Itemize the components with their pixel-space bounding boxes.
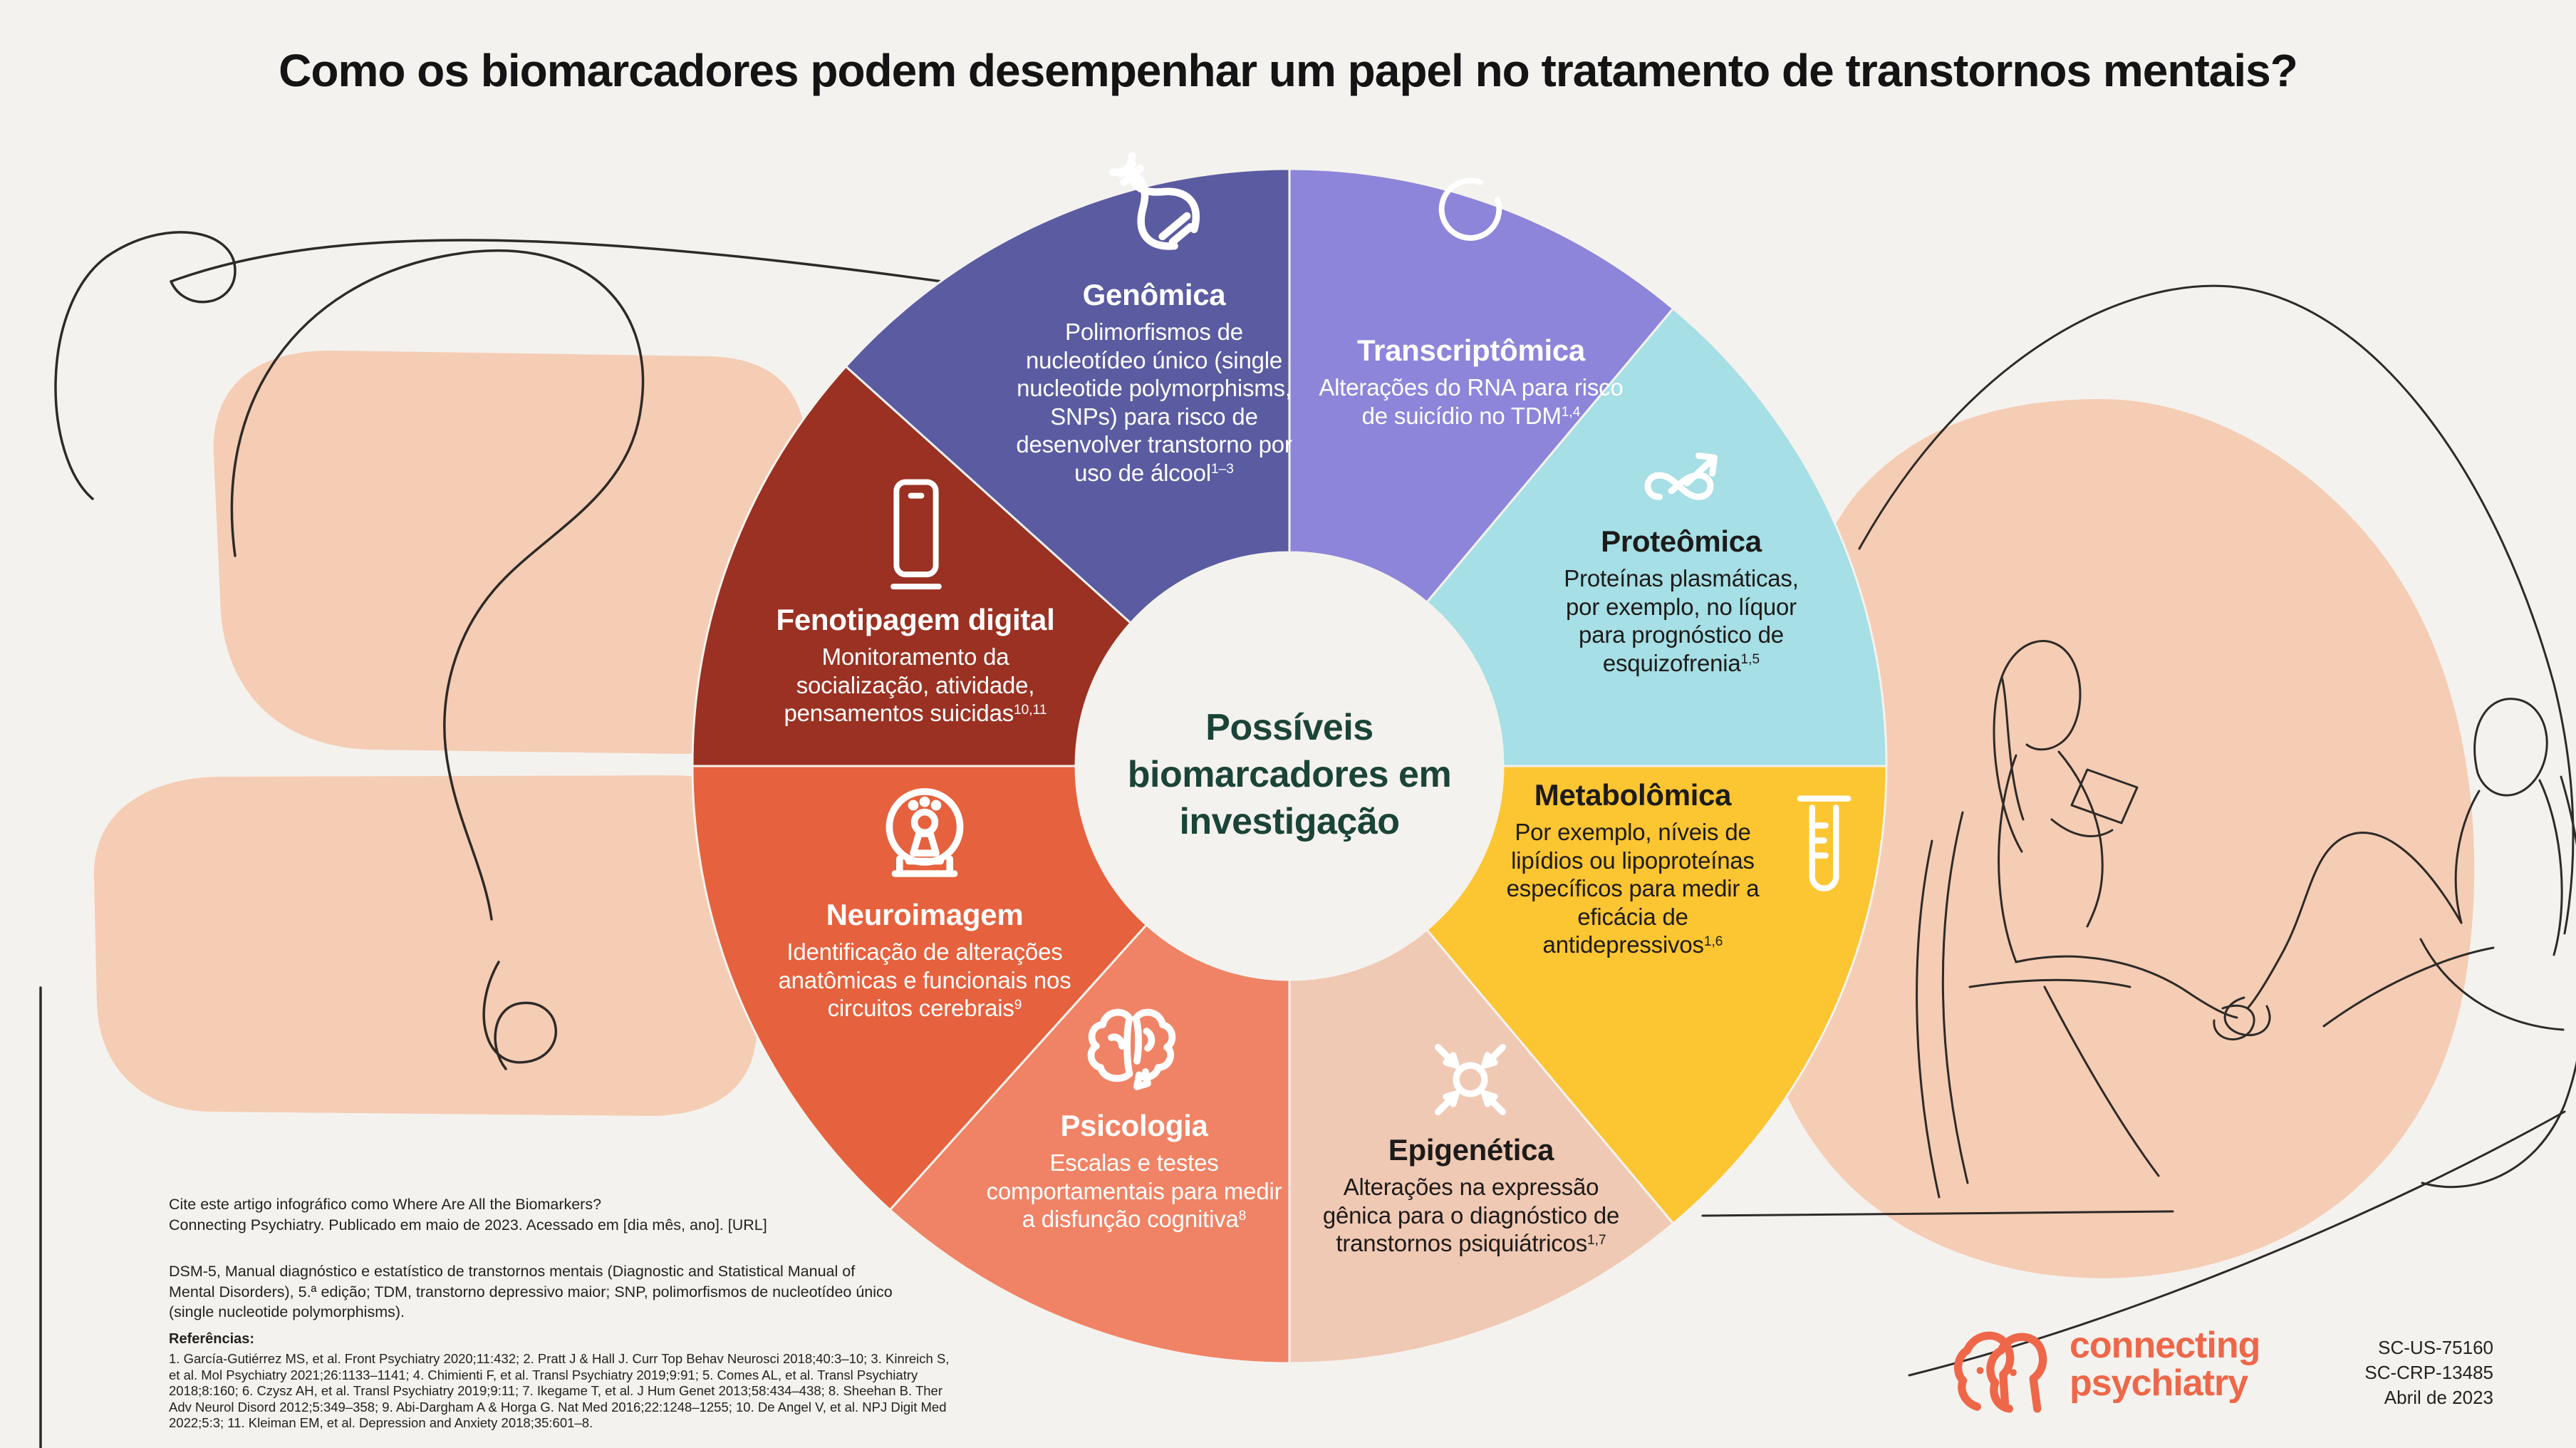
segment-transcriptomica-title: Transcriptômica xyxy=(1357,333,1585,367)
segment-transcriptomica-refs: 1,4 xyxy=(1561,405,1581,420)
logo-line2: psychiatry xyxy=(2069,1362,2248,1405)
approval-date: Abril de 2023 xyxy=(2384,1387,2493,1409)
woman-legs xyxy=(2015,955,2238,1019)
references-text: 1. García-Gutiérrez MS, et al. Front Psy… xyxy=(169,1351,950,1431)
segment-transcriptomica: Transcriptômica Alterações do RNA para r… xyxy=(1311,333,1631,430)
segment-metabolomica-refs: 1,6 xyxy=(1703,934,1723,949)
segment-psicologia-title: Psicologia xyxy=(1060,1109,1208,1142)
logo-line1: connecting xyxy=(2069,1325,2260,1366)
big-arc-line xyxy=(1858,284,2575,935)
segment-metabolomica-body: Por exemplo, níveis de lipídios ou lipop… xyxy=(1506,819,1760,958)
segment-proteomica: Proteômica Proteínas plasmáticas, por ex… xyxy=(1549,524,1813,677)
woman-chair-back xyxy=(1941,811,1969,1184)
woman-shoe xyxy=(2213,1004,2255,1040)
wheel-center-label: Possíveis biomarcadores em investigação xyxy=(1127,707,1452,843)
segment-genomica: Genômica Polimorfismos de nucleotídeo ún… xyxy=(1015,278,1293,487)
segment-neuroimagem: Neuroimagem Identificação de alterações … xyxy=(775,898,1074,1023)
segment-fenotipagem-body: Monitoramento da socialização, atividade… xyxy=(784,643,1047,727)
smartphone-icon xyxy=(890,479,942,590)
approval-code1: SC-US-75160 xyxy=(2378,1337,2493,1358)
segment-fenotipagem: Fenotipagem digital Monitoramento da soc… xyxy=(773,603,1058,728)
man-chair-arm xyxy=(2419,938,2565,1031)
page-title: Como os biomarcadores podem desempenhar … xyxy=(279,45,2298,96)
woman-chair-seat xyxy=(1968,978,2131,988)
segment-metabolomica: Metabolômica Por exemplo, níveis de lipí… xyxy=(1490,778,1775,959)
protein-ribbon-icon xyxy=(1644,452,1718,500)
woman-notepad xyxy=(2070,768,2139,824)
segment-epigenetica-refs: 1,7 xyxy=(1587,1232,1606,1248)
segment-neuroimagem-refs: 9 xyxy=(1014,997,1022,1013)
connecting-psychiatry-logo-text: connecting psychiatry xyxy=(2069,1325,2260,1405)
test-tube-icon xyxy=(1797,795,1852,891)
woman-chair-back2 xyxy=(1916,839,1941,1199)
citation-text: Cite este artigo infográfico como Where … xyxy=(169,1194,910,1235)
references-heading: Referências: xyxy=(169,1331,255,1347)
approval-codes: SC-US-75160 SC-CRP-13485 Abril de 2023 xyxy=(2280,1335,2493,1410)
woman-torso-back xyxy=(1998,754,2017,963)
segment-fenotipagem-title: Fenotipagem digital xyxy=(776,603,1055,636)
approval-code2: SC-CRP-13485 xyxy=(2364,1362,2493,1384)
rna-strand-icon xyxy=(1438,177,1502,241)
man-torso-back xyxy=(2538,779,2563,956)
segment-metabolomica-title: Metabolômica xyxy=(1534,778,1732,812)
left-lower-blob xyxy=(93,775,763,1116)
segment-genomica-title: Genômica xyxy=(1082,278,1226,311)
segment-psicologia-body: Escalas e testes comportamentais para me… xyxy=(986,1149,1282,1233)
segment-proteomica-title: Proteômica xyxy=(1601,524,1762,558)
mri-scanner-icon xyxy=(886,788,964,877)
segment-psicologia-refs: 8 xyxy=(1238,1208,1247,1224)
segment-fenotipagem-refs: 10,11 xyxy=(1014,702,1047,718)
citation-line1: Cite este artigo infográfico como Where … xyxy=(169,1196,602,1213)
woman-hair xyxy=(2000,676,2025,821)
woman-torso-front xyxy=(2057,750,2104,928)
man-shoe xyxy=(2223,996,2271,1037)
man-torso-front xyxy=(2454,790,2481,924)
dna-icon xyxy=(1108,152,1200,250)
under-chair-line xyxy=(1701,1210,2174,1217)
segment-epigenetica-title: Epigenética xyxy=(1388,1133,1554,1167)
segment-proteomica-refs: 1,5 xyxy=(1740,652,1760,668)
man-head xyxy=(2473,698,2548,797)
segment-genomica-refs: 1–3 xyxy=(1210,462,1234,477)
segment-epigenetica: Epigenética Alterações na expressão gêni… xyxy=(1311,1133,1631,1258)
segment-psicologia: Psicologia Escalas e testes comportament… xyxy=(981,1109,1287,1234)
brain-icon xyxy=(1087,1008,1176,1090)
left-upper-blob xyxy=(213,350,807,755)
segment-neuroimagem-body: Identificação de alterações anatômicas e… xyxy=(778,938,1071,1022)
segment-proteomica-body: Proteínas plasmáticas, por exemplo, no l… xyxy=(1564,565,1799,676)
connecting-psychiatry-logo-icon xyxy=(1954,1331,2047,1413)
citation-line2: Connecting Psychiatry. Publicado em maio… xyxy=(169,1216,767,1234)
woman-arm xyxy=(2050,818,2114,837)
segment-neuroimagem-title: Neuroimagem xyxy=(826,898,1024,931)
woman-head xyxy=(1993,640,2082,853)
man-leg2 xyxy=(2322,946,2495,1028)
abbreviations-text: DSM-5, Manual diagnóstico e estatístico … xyxy=(169,1263,893,1321)
gene-expression-icon xyxy=(1434,1043,1507,1116)
segment-transcriptomica-body: Alterações do RNA para risco de suicídio… xyxy=(1319,374,1624,429)
woman-chair-leg xyxy=(2043,986,2160,1177)
segment-genomica-body: Polimorfismos de nucleotídeo único (sing… xyxy=(1016,319,1292,486)
man-chair xyxy=(2421,775,2576,1189)
man-leg-crossed xyxy=(2246,832,2463,1010)
segment-epigenetica-body: Alterações na expressão gênica para o di… xyxy=(1322,1174,1620,1257)
